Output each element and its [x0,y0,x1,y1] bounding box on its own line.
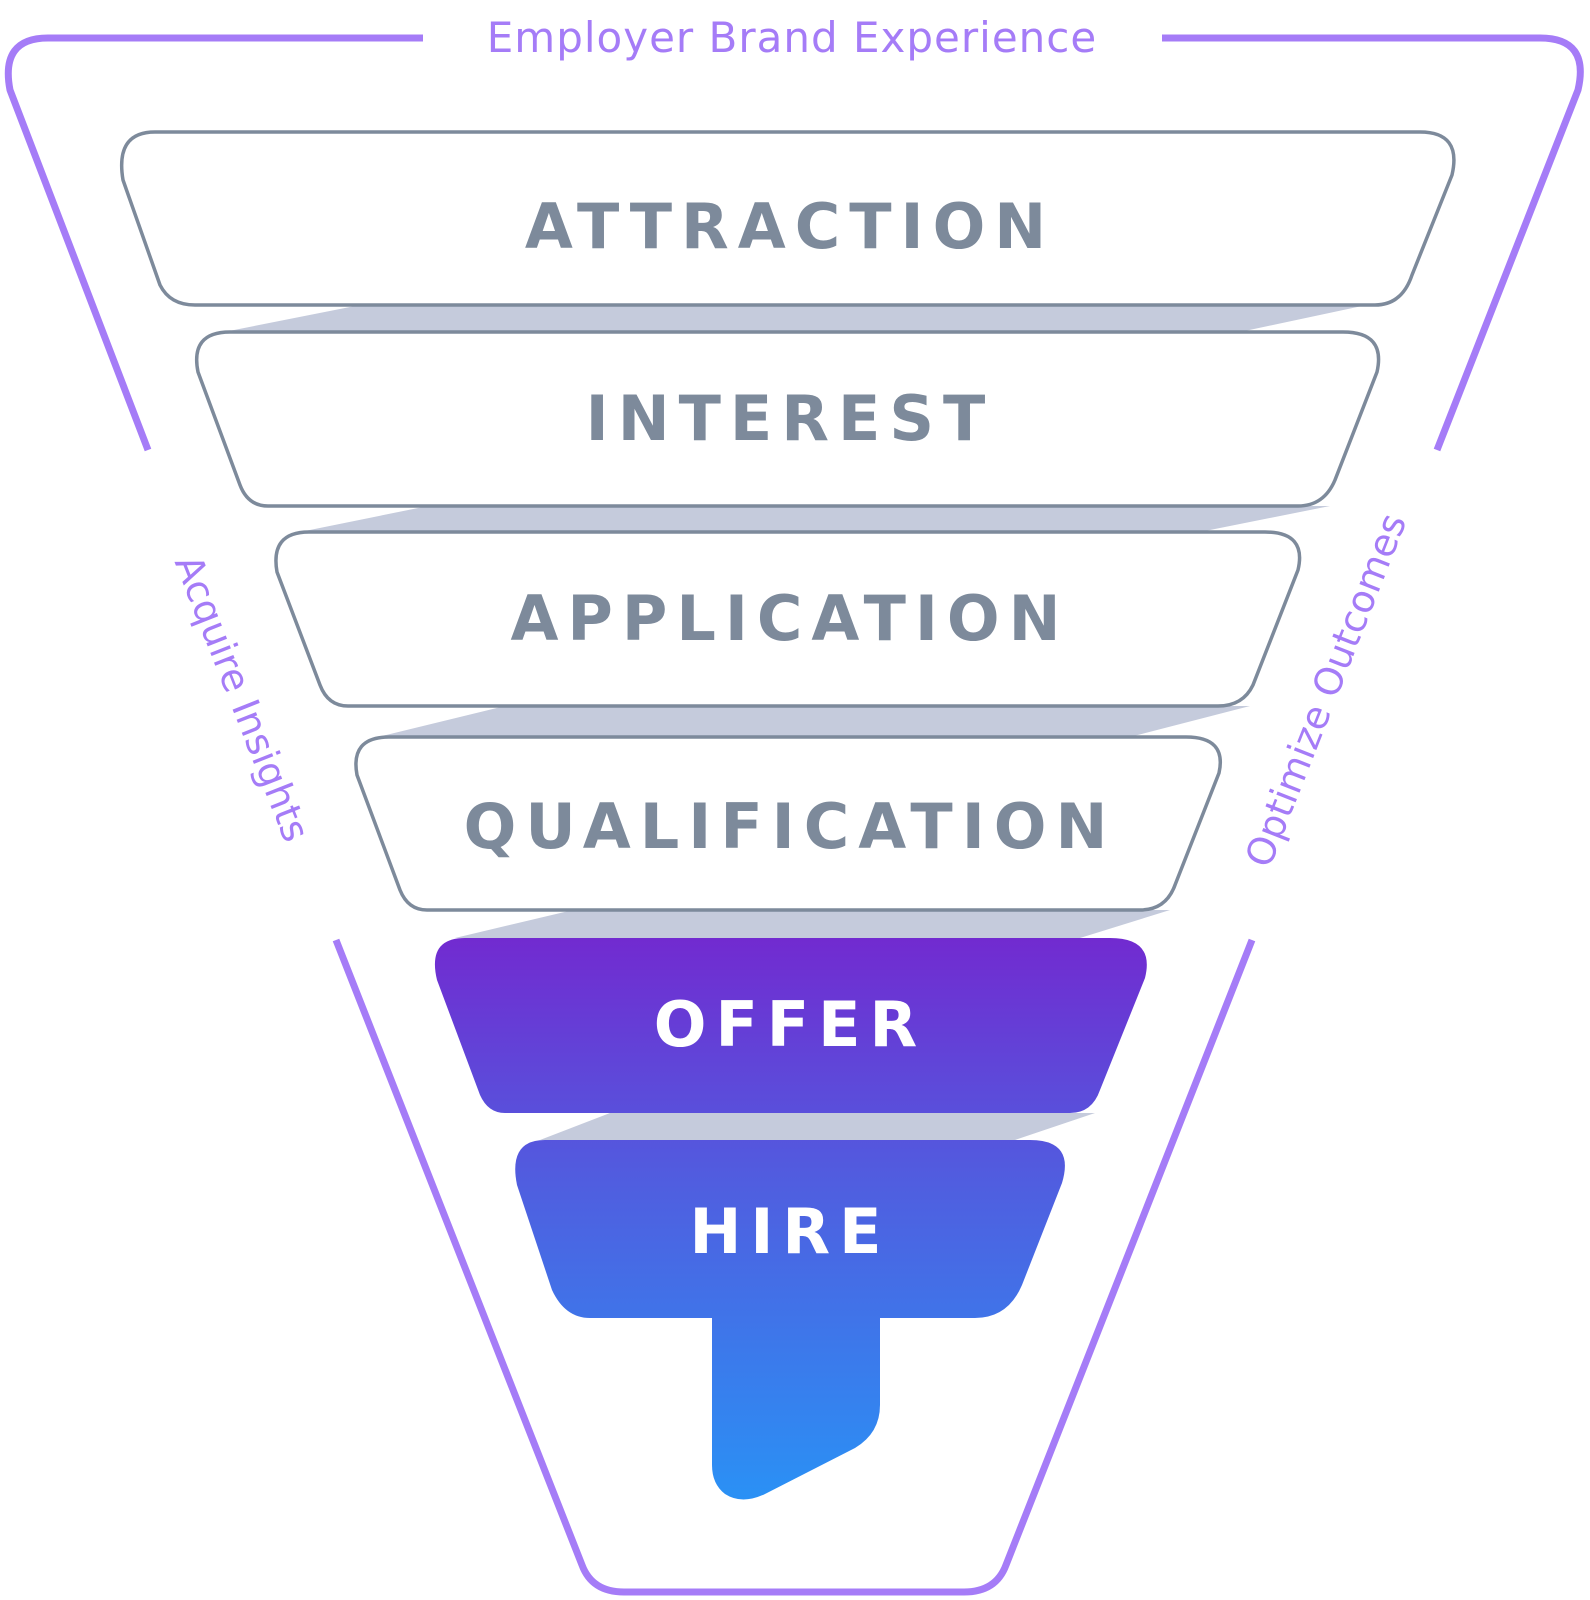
connector-3 [378,706,1250,737]
stage-box-attraction [120,130,1456,307]
stage-box-application [274,530,1302,708]
stage-connectors [222,306,1362,1140]
diagram-title: Employer Brand Experience [487,13,1097,62]
outlined-stages [120,130,1456,912]
stage-label-interest: INTEREST [586,382,995,455]
connector-5 [540,1113,1095,1140]
frame-bottom-line [332,938,1256,1596]
connector-2 [300,506,1330,532]
stage-box-offer [434,938,1147,1113]
stage-box-interest [195,330,1381,508]
stage-label-attraction: ATTRACTION [525,190,1055,263]
stage-label-application: APPLICATION [510,582,1069,655]
stage-label-hire: HIRE [689,1195,890,1268]
funnel-spout [712,1316,880,1500]
frame-top-left-line [4,34,423,452]
frame-top-right-line [1162,34,1584,452]
stage-labels: ATTRACTION INTEREST APPLICATION QUALIFIC… [464,190,1117,1268]
stage-label-qualification: QUALIFICATION [464,790,1117,863]
connector-1 [222,306,1362,332]
stage-box-hire [515,1140,1065,1318]
outer-funnel-frame [4,34,1584,1596]
stage-label-offer: OFFER [654,988,927,1061]
connector-4 [455,910,1170,938]
highlighted-stages [434,938,1147,1500]
stage-box-qualification [354,735,1222,912]
